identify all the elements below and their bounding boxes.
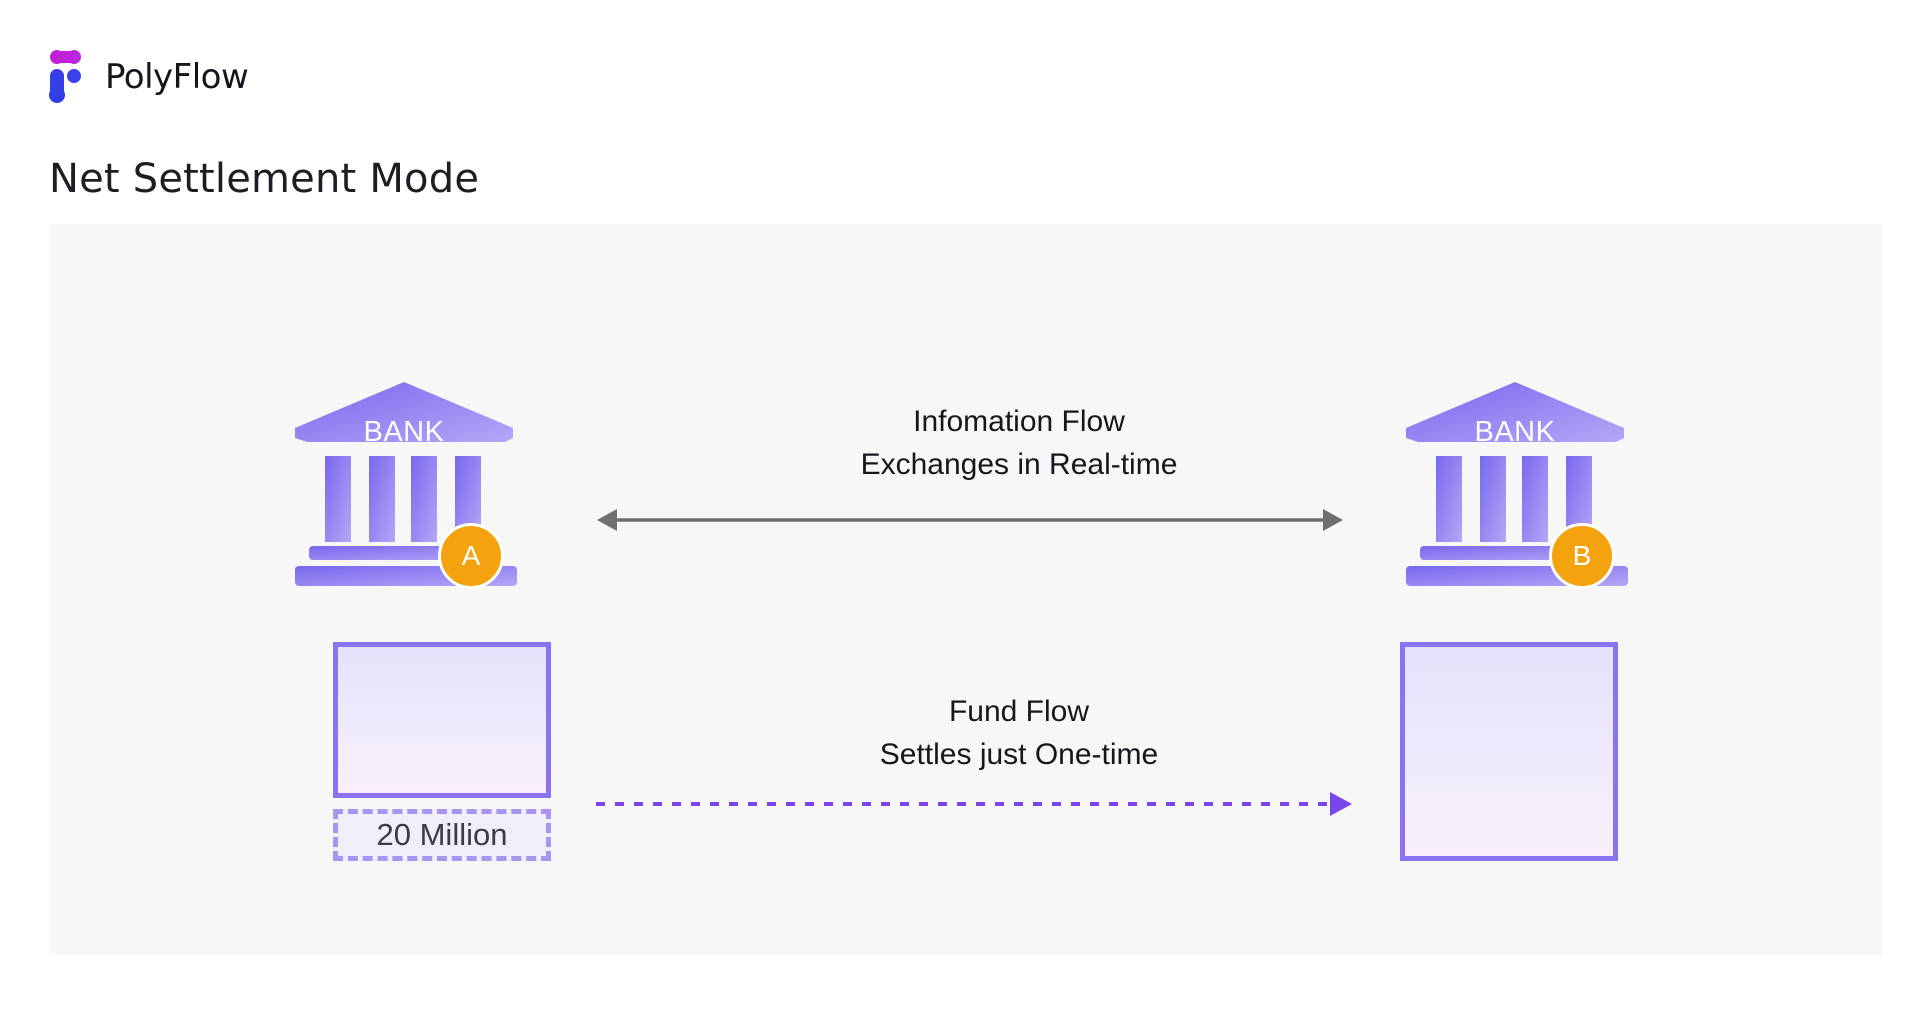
fund-flow-caption: Fund Flow Settles just One-time xyxy=(769,690,1269,776)
brand-logo[interactable]: PolyFlow xyxy=(49,49,249,105)
page-title: Net Settlement Mode xyxy=(49,156,480,202)
brand-name: PolyFlow xyxy=(105,57,249,97)
bank-b-badge: B xyxy=(1549,523,1615,589)
bank-a: BANK A xyxy=(293,380,519,596)
transfer-amount-label: 20 Million xyxy=(376,817,508,852)
bank-a-badge: A xyxy=(438,523,504,589)
polyflow-logo-icon xyxy=(49,50,81,103)
bank-b-account-box xyxy=(1400,642,1618,861)
transfer-amount-box: 20 Million xyxy=(333,809,551,861)
bank-b-label: BANK xyxy=(1474,416,1556,448)
fund-flow-subtitle: Settles just One-time xyxy=(879,738,1159,771)
fund-flow-title: Fund Flow xyxy=(948,695,1090,728)
bank-b: BANK B xyxy=(1404,380,1630,596)
information-flow-caption: Infomation Flow Exchanges in Real-time xyxy=(769,400,1269,486)
bidirectional-arrow-icon xyxy=(597,509,1343,531)
information-flow-title: Infomation Flow xyxy=(913,405,1125,438)
bank-a-label: BANK xyxy=(363,416,445,448)
diagram-panel: BANK A BANK B Infomation Flow Exchanges … xyxy=(49,224,1882,955)
bank-a-account-box xyxy=(333,642,551,798)
dashed-arrow-right-icon xyxy=(596,792,1352,816)
information-flow-subtitle: Exchanges in Real-time xyxy=(860,448,1178,481)
